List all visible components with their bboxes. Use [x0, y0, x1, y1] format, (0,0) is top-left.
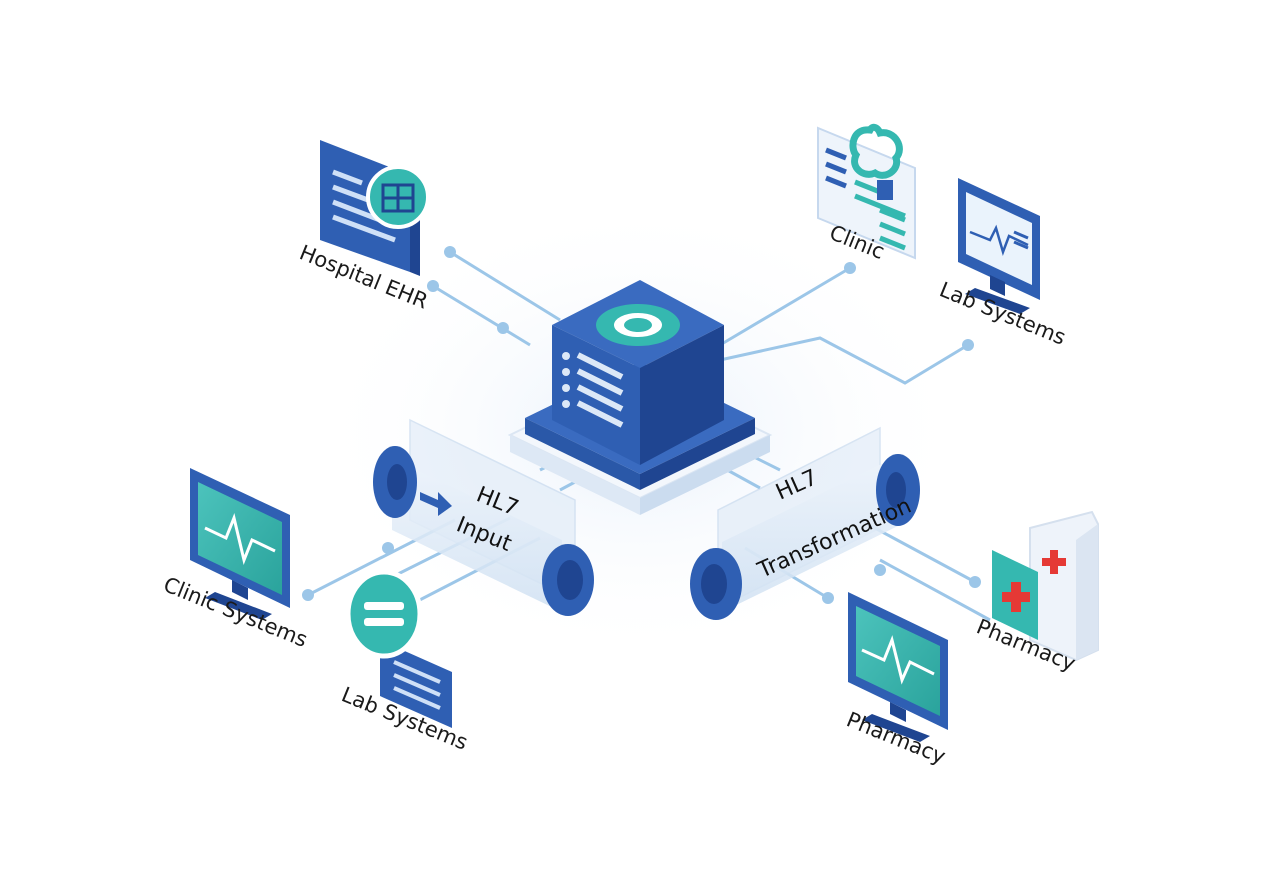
- clinic-form-icon: [817, 123, 916, 260]
- line-clinic: [719, 266, 851, 347]
- hl7-input-pipe: [373, 418, 594, 616]
- line-hospital-1: [449, 250, 561, 322]
- heartbeat-monitor-icon: [848, 592, 948, 742]
- lab-document-icon: [345, 569, 452, 728]
- medical-cross-icon: [992, 510, 1099, 662]
- hl7-transformation-pipe: [690, 426, 920, 620]
- line-pharmacy-right-2: [879, 558, 991, 622]
- line-lab-top: [719, 336, 969, 385]
- server-hub-icon: [507, 280, 773, 515]
- lab-monitor-icon: [958, 178, 1040, 314]
- heartbeat-monitor-icon: [190, 468, 290, 620]
- hospital-document-icon: [320, 140, 430, 276]
- connector-dots: [302, 246, 981, 604]
- line-hospital-2: [432, 284, 531, 347]
